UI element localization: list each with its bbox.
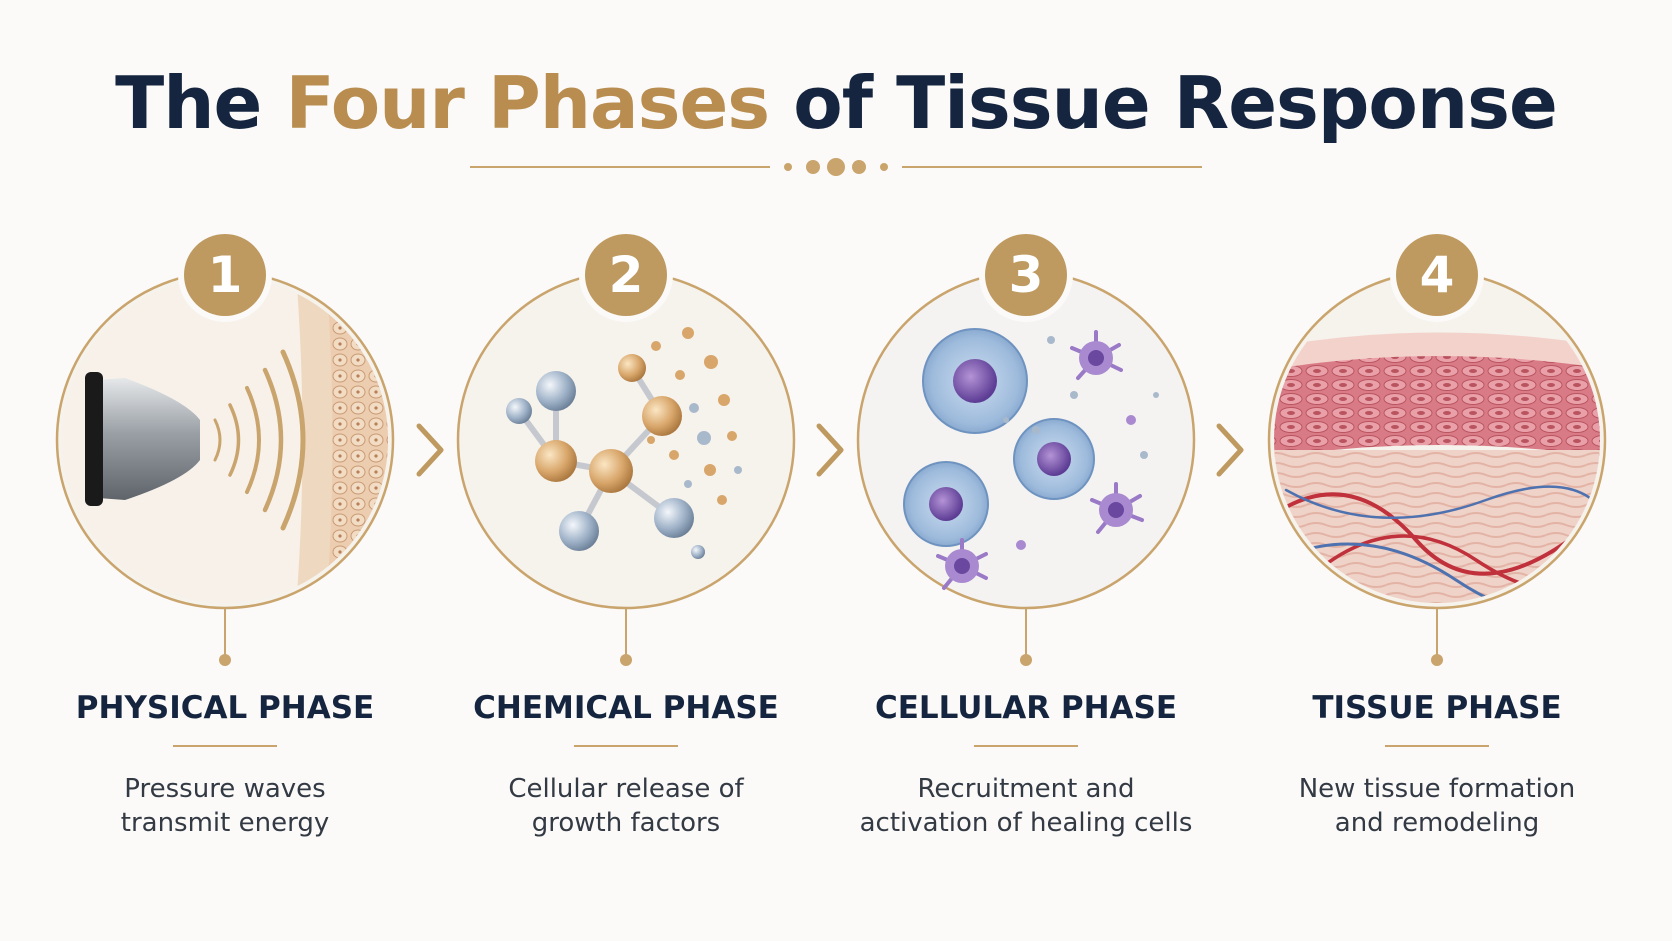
title-part-accent: Four Phases	[285, 61, 770, 145]
phase-2-illustration	[506, 327, 742, 559]
phase-2-description: Cellular release of growth factors	[426, 772, 826, 840]
phase-4-description: New tissue formation and remodeling	[1237, 772, 1637, 840]
phase-3: 3 CELLULAR PHASE Recruitment and activat…	[826, 0, 1226, 941]
growth-factor-particles	[647, 327, 742, 505]
phase-1-desc-line-1: Pressure waves	[124, 774, 326, 804]
chevron-right-icon	[416, 423, 444, 477]
immune-cell	[1090, 482, 1144, 534]
signal-particles	[1003, 336, 1159, 550]
phase-2-title: CHEMICAL PHASE	[473, 690, 779, 726]
chevron-right-icon	[1216, 423, 1244, 477]
phase-4: 4 TISSUE PHASE New tissue formation and …	[1226, 0, 1626, 941]
healing-cell	[903, 461, 989, 547]
healing-cell	[1013, 418, 1095, 500]
phase-3-description: Recruitment and activation of healing ce…	[826, 772, 1226, 840]
phase-2-desc-line-1: Cellular release of	[508, 774, 744, 804]
phase-1-rule	[173, 745, 277, 747]
phase-2: 2 CHEMICAL PHASE Cellular release of gro…	[426, 0, 826, 941]
molecule-atom	[618, 354, 646, 382]
molecule-atom	[535, 440, 577, 482]
molecule-atom	[654, 498, 694, 538]
phase-4-title: TISSUE PHASE	[1312, 690, 1562, 726]
phase-1-number-badge: 1	[184, 234, 266, 316]
phase-1: 1 PHYSICAL PHASE Pressure waves transmit…	[25, 0, 425, 941]
title-part-3: of Tissue Response	[793, 61, 1558, 145]
phase-2-desc-line-2: growth factors	[531, 808, 721, 838]
phase-4-number-badge: 4	[1396, 234, 1478, 316]
phase-2-number-badge: 2	[585, 234, 667, 316]
phase-1-title: PHYSICAL PHASE	[75, 690, 375, 726]
molecule-atom	[536, 371, 576, 411]
molecule-atom	[589, 449, 633, 493]
pressure-wave-icon	[213, 349, 306, 531]
molecule-atom	[559, 511, 599, 551]
immune-cell	[936, 538, 988, 590]
phase-3-desc-line-1: Recruitment and	[917, 774, 1135, 804]
phase-3-desc-line-2: activation of healing cells	[859, 808, 1193, 838]
phase-3-number-badge: 3	[985, 234, 1067, 316]
molecule-atom	[642, 396, 682, 436]
phase-2-rule	[574, 745, 678, 747]
title-divider	[470, 158, 1202, 176]
phase-1-description: Pressure waves transmit energy	[25, 772, 425, 840]
chevron-right-icon	[816, 423, 844, 477]
phase-4-illustration	[1274, 277, 1600, 603]
molecule-atom	[506, 398, 532, 424]
phase-4-rule	[1385, 745, 1489, 747]
phase-3-title: CELLULAR PHASE	[874, 690, 1178, 726]
phase-4-desc-line-1: New tissue formation	[1298, 774, 1576, 804]
molecule-atom	[691, 545, 705, 559]
immune-cell	[1070, 330, 1123, 380]
title-part-1: The	[115, 61, 262, 145]
healing-cell	[922, 328, 1028, 434]
phase-4-desc-line-2: and remodeling	[1334, 808, 1540, 838]
page-title: The Four Phases of Tissue Response	[0, 58, 1672, 148]
phase-3-illustration	[903, 328, 1159, 590]
phase-1-illustration	[62, 277, 388, 603]
phase-1-desc-line-2: transmit energy	[120, 808, 330, 838]
phase-3-rule	[974, 745, 1078, 747]
